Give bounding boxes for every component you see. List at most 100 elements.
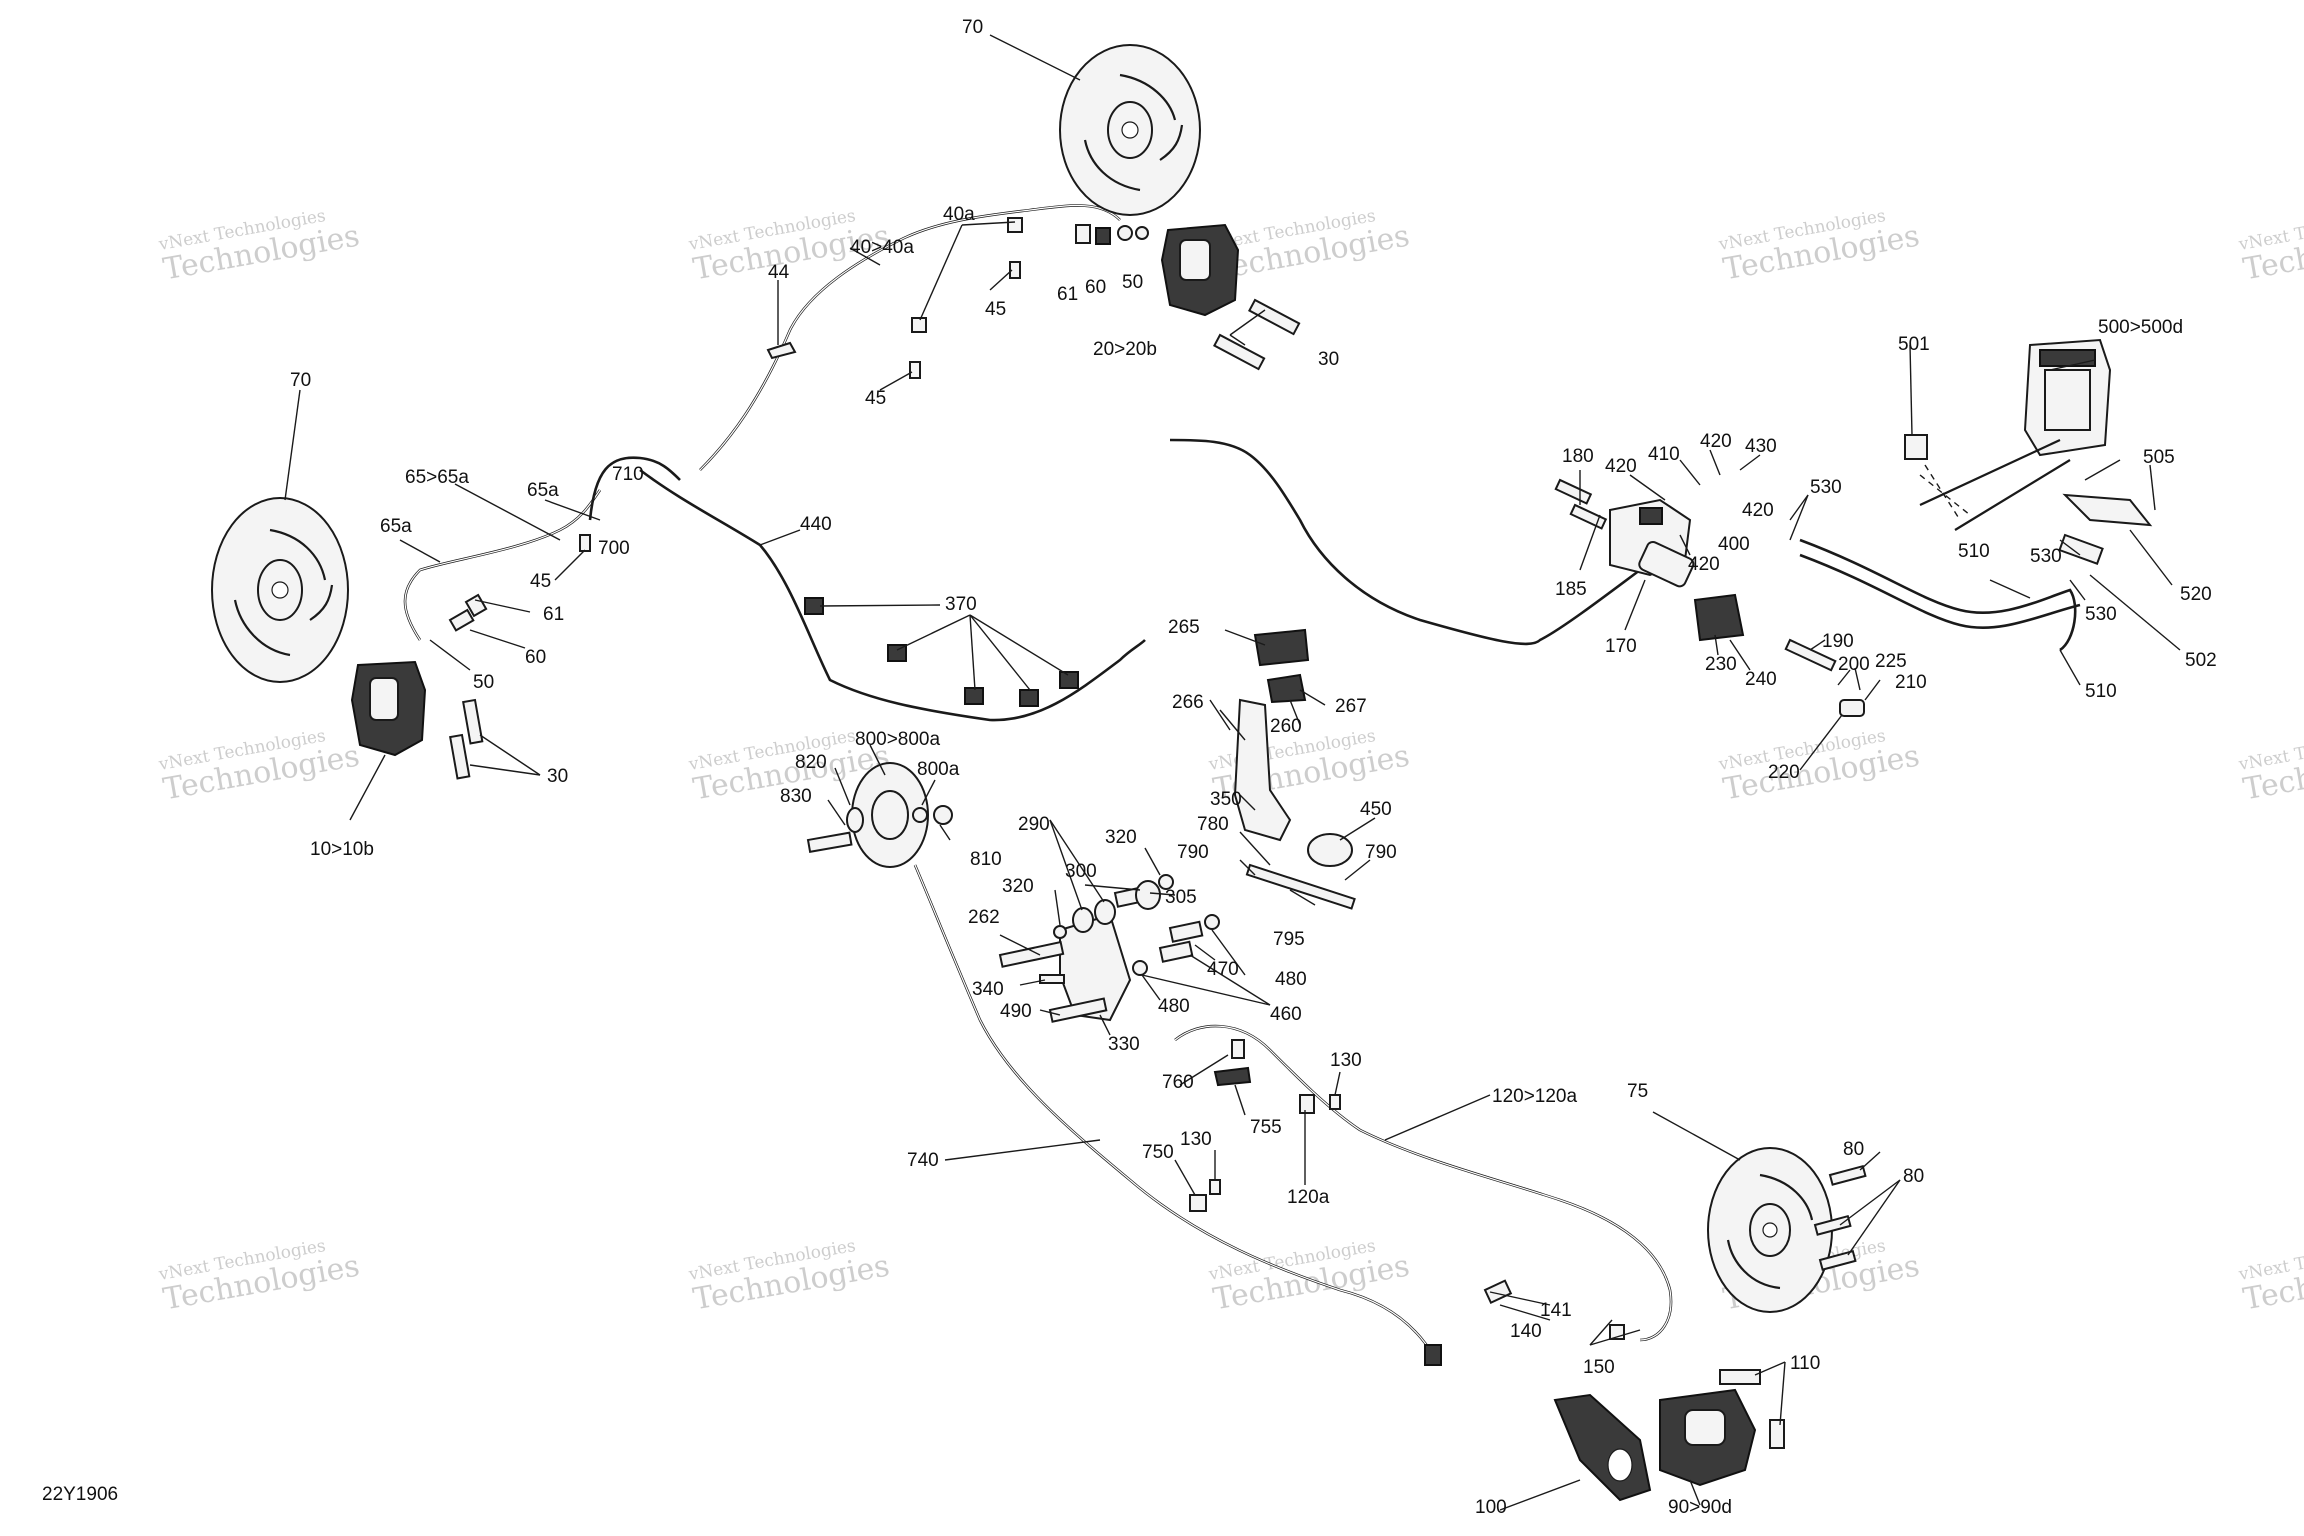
label-780: 780: [1197, 814, 1229, 835]
nut-810: [933, 805, 953, 825]
label-480-bottom: 480: [1158, 996, 1190, 1017]
label-450: 450: [1360, 799, 1392, 820]
label-740: 740: [907, 1150, 939, 1171]
label-180: 180: [1562, 446, 1594, 467]
pedal-rod-795: [1245, 863, 1356, 910]
brake-lines: [403, 204, 2081, 1351]
label-61-left: 61: [543, 604, 564, 625]
label-141: 141: [1540, 1300, 1572, 1321]
fitting-140-141: [1483, 1279, 1513, 1305]
brake-disc-rear: [1707, 1147, 1833, 1313]
label-45-mid: 45: [865, 388, 886, 409]
connector-520: [2058, 533, 2104, 565]
label-90: 90>90d: [1668, 1497, 1732, 1518]
label-210: 210: [1895, 672, 1927, 693]
label-470: 470: [1207, 959, 1239, 980]
caliper-front-right: [1160, 223, 1240, 317]
label-502: 502: [2185, 650, 2217, 671]
label-410: 410: [1648, 444, 1680, 465]
label-110: 110: [1790, 1353, 1820, 1374]
label-65a-top: 65a: [527, 480, 559, 501]
cable-740-inner: [914, 864, 1431, 1351]
label-530-c: 530: [2085, 604, 2117, 625]
label-490: 490: [1000, 1001, 1032, 1022]
label-120: 120>120a: [1492, 1086, 1577, 1107]
bolt-830: [806, 831, 853, 853]
clevis-210: [1839, 699, 1865, 717]
pivot-450: [1307, 833, 1353, 867]
label-350: 350: [1210, 789, 1242, 810]
label-510-bottom: 510: [2085, 681, 2117, 702]
watermark: vNext Technologies Technologies: [156, 1236, 362, 1318]
label-230: 230: [1705, 654, 1737, 675]
bolt-30-left-2: [449, 733, 471, 780]
pedal-bracket-265: [1253, 628, 1310, 667]
label-44: 44: [768, 262, 790, 283]
label-755: 755: [1250, 1117, 1282, 1138]
washer-320: [1053, 874, 1174, 939]
label-266: 266: [1172, 692, 1204, 713]
label-100: 100: [1475, 1497, 1507, 1518]
label-260: 260: [1270, 716, 1302, 737]
clip-120a: [1299, 1094, 1315, 1114]
bolt-130: [1209, 1094, 1341, 1195]
label-830: 830: [780, 786, 812, 807]
brake-junction-710: [588, 456, 681, 521]
pin-190: [1784, 638, 1837, 672]
label-320-left: 320: [1002, 876, 1034, 897]
label-530-a: 530: [1810, 477, 1842, 498]
watermark: vNext Technologies Technologies: [686, 1236, 892, 1318]
label-795: 795: [1273, 929, 1305, 950]
label-340: 340: [972, 979, 1004, 1000]
fitting-60-left: [448, 608, 475, 632]
watermark: vNext Technologies Technologies: [156, 206, 362, 288]
label-501: 501: [1898, 334, 1930, 355]
label-790-right: 790: [1365, 842, 1397, 863]
label-240: 240: [1745, 669, 1777, 690]
sleeve-470: [1168, 920, 1204, 943]
label-20: 20>20b: [1093, 339, 1157, 360]
bolt-110: [1719, 1369, 1785, 1449]
bushing-305: [1135, 880, 1161, 910]
label-130-bottom: 130: [1180, 1129, 1212, 1150]
label-810: 810: [970, 849, 1002, 870]
label-70-front-left: 70: [290, 370, 311, 391]
bolt-30-left-1: [462, 698, 484, 745]
washer-480: [1132, 914, 1220, 976]
label-262: 262: [968, 907, 1000, 928]
label-60-left: 60: [525, 647, 546, 668]
label-520: 520: [2180, 584, 2212, 605]
washer-820: [846, 807, 864, 833]
label-80-top: 80: [1843, 1139, 1864, 1160]
label-40a: 40a: [943, 204, 975, 225]
label-430: 430: [1745, 436, 1777, 457]
watermark: vNext Technologies Technologies: [156, 726, 362, 808]
brake-pedal-350: [1233, 698, 1292, 842]
label-300: 300: [1065, 861, 1097, 882]
watermarks: vNext Technologies Technologies vNext Te…: [156, 206, 2304, 1318]
clip-750: [1189, 1194, 1207, 1212]
watermark: vNext Technologies Technologies: [2236, 726, 2304, 808]
brake-line-40-inner: [699, 205, 1121, 471]
label-190: 190: [1822, 631, 1854, 652]
bolt-262: [998, 940, 1065, 968]
label-80-right: 80: [1903, 1166, 1924, 1187]
label-265: 265: [1168, 617, 1200, 638]
bracket-505: [2062, 493, 2153, 527]
pipe-510b: [1799, 553, 2081, 629]
label-800: 800>800a: [855, 729, 940, 750]
reservoir-boot-230: [1693, 593, 1745, 642]
label-790-left: 790: [1177, 842, 1209, 863]
bolts-80: [1813, 1164, 1867, 1271]
label-420-a: 420: [1605, 456, 1637, 477]
watermark: vNext Technologies Technologies: [1716, 726, 1922, 808]
label-65a-left: 65a: [380, 516, 412, 537]
label-330: 330: [1108, 1034, 1140, 1055]
fitting-760: [1231, 1039, 1245, 1059]
part-labels: 70 70 75 40a 40>40a 44 45 45 61 60 50 20…: [290, 17, 2217, 1518]
spacer-460: [1158, 940, 1194, 963]
label-800a: 800a: [917, 759, 960, 780]
label-370: 370: [945, 594, 977, 615]
label-220: 220: [1768, 762, 1800, 783]
bushing-290: [1072, 899, 1116, 933]
